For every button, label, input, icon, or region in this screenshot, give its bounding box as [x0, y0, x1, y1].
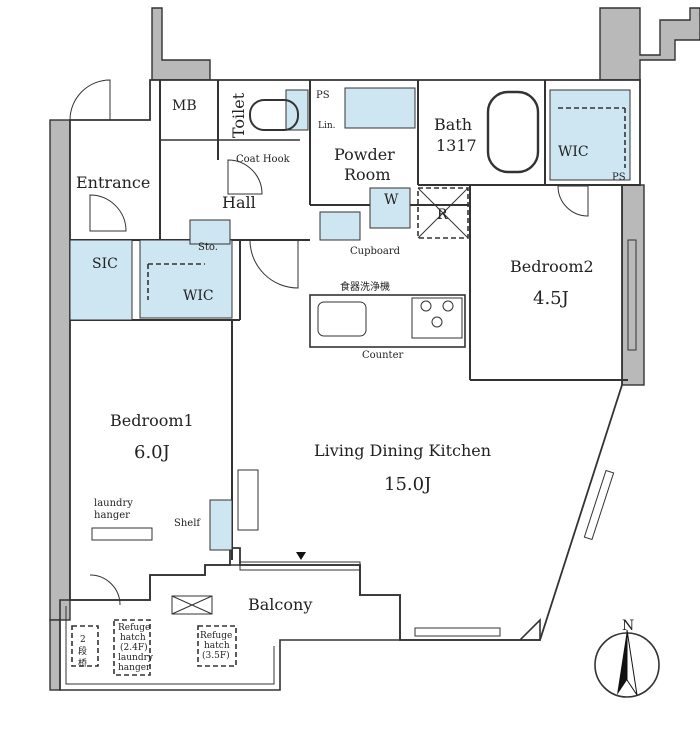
window-ldk-lower — [414, 627, 501, 637]
window-ldk-right — [583, 469, 615, 541]
laundry-label-2: hanger — [94, 510, 130, 521]
wall-top-left — [151, 7, 211, 81]
powder-vanity — [344, 87, 416, 129]
dishwasher-label: 食器洗浄機 — [340, 280, 390, 293]
fixtures — [69, 87, 637, 676]
burner-2 — [442, 300, 454, 312]
kitchen-counter — [309, 294, 466, 348]
lin-label: Lin. — [318, 121, 336, 131]
sic-storage — [69, 239, 133, 321]
stair-hatch — [71, 625, 99, 667]
mb-label: MB — [172, 98, 197, 114]
wic-bedroom2-label: WIC — [558, 144, 589, 160]
refuge-right-2: hatch — [204, 641, 230, 651]
window-ldk — [239, 561, 361, 571]
hall-label: Hall — [222, 193, 256, 212]
toilet-label: Toilet — [229, 92, 248, 138]
balcony-outline — [59, 564, 541, 691]
powder-room-label-2: Room — [344, 165, 390, 184]
powder-room-label-1: Powder — [334, 145, 395, 164]
cupboard-label: Cupboard — [350, 246, 401, 257]
stove — [411, 297, 463, 339]
laundry-bar — [91, 527, 153, 541]
refuge-right-3: (3.5F) — [202, 650, 230, 661]
cupboard-fixture — [319, 211, 361, 241]
triangle-marker-icon — [296, 552, 306, 560]
bedroom2-wic-door — [557, 185, 589, 217]
fridge-space — [417, 187, 469, 239]
refuge-left-3: (2.4F) — [120, 642, 148, 653]
window-bedroom2 — [627, 239, 637, 351]
refuge-left-1: Refuge — [118, 623, 150, 633]
stair-label-3: 桥 — [78, 657, 87, 669]
bedroom1-size: 6.0J — [134, 442, 170, 463]
storage-label: Sto. — [198, 242, 218, 253]
hall-door — [227, 159, 263, 195]
stair-label-2: 段 — [78, 645, 87, 657]
wall-left-balcony — [49, 619, 61, 691]
wall-left — [49, 119, 71, 621]
stair-label-1: 2 — [80, 635, 86, 645]
refuge-hatch-right — [197, 625, 237, 667]
bath-size-label: 1317 — [436, 136, 477, 155]
washer-label: W — [384, 192, 399, 208]
entrance-label: Entrance — [76, 173, 150, 192]
refuge-right-1: Refuge — [200, 631, 232, 641]
fridge-label: R — [437, 207, 448, 223]
shelf-label: Shelf — [174, 518, 201, 529]
bath-label: Bath — [434, 115, 472, 134]
bedroom2-label: Bedroom2 — [510, 257, 594, 276]
ps-right-label: PS — [612, 172, 626, 183]
refuge-left-5: hanger — [118, 663, 151, 673]
coat-hook-label: Coat Hook — [236, 154, 291, 165]
bedroom1-balcony-door — [89, 574, 121, 606]
ldk-door — [249, 239, 299, 289]
refuge-left-4: laundry — [118, 653, 154, 663]
wic-bedroom1-storage — [139, 239, 233, 319]
labels: Entrance Hall MB Toilet PS Lin. Coat Hoo… — [76, 90, 626, 673]
refuge-left-2: hatch — [120, 633, 146, 643]
north-label: N — [622, 618, 634, 634]
washer-tray — [369, 187, 411, 229]
kitchen-sink — [317, 301, 367, 337]
laundry-label-1: laundry — [94, 498, 133, 509]
shelf-fixture — [209, 499, 233, 551]
toilet-bowl — [249, 99, 299, 131]
ac-unit — [171, 595, 213, 615]
doors — [69, 79, 589, 606]
storage-cupboard — [189, 219, 231, 245]
bathtub — [486, 90, 540, 174]
burner-3 — [431, 316, 443, 328]
wall-top-right — [599, 7, 700, 81]
bedroom2-size: 4.5J — [533, 288, 569, 309]
tv-panel — [237, 469, 259, 531]
refuge-hatch-left — [113, 619, 151, 676]
wic-bedroom1-label: WIC — [183, 288, 214, 304]
sic-label: SIC — [92, 256, 118, 272]
counter-label: Counter — [362, 350, 403, 361]
sic-door — [89, 194, 127, 232]
north-arrow: N — [594, 618, 660, 698]
balcony-rail — [65, 606, 275, 685]
balcony-label: Balcony — [248, 595, 312, 614]
wall-right — [621, 184, 645, 386]
wic-bedroom2-storage — [549, 89, 631, 181]
entrance-door — [69, 79, 111, 121]
burner-1 — [420, 300, 432, 312]
ldk-label: Living Dining Kitchen — [314, 441, 491, 460]
ps-top-label: PS — [316, 90, 330, 101]
ldk-size: 15.0J — [384, 474, 431, 495]
bedroom1-label: Bedroom1 — [110, 411, 194, 430]
